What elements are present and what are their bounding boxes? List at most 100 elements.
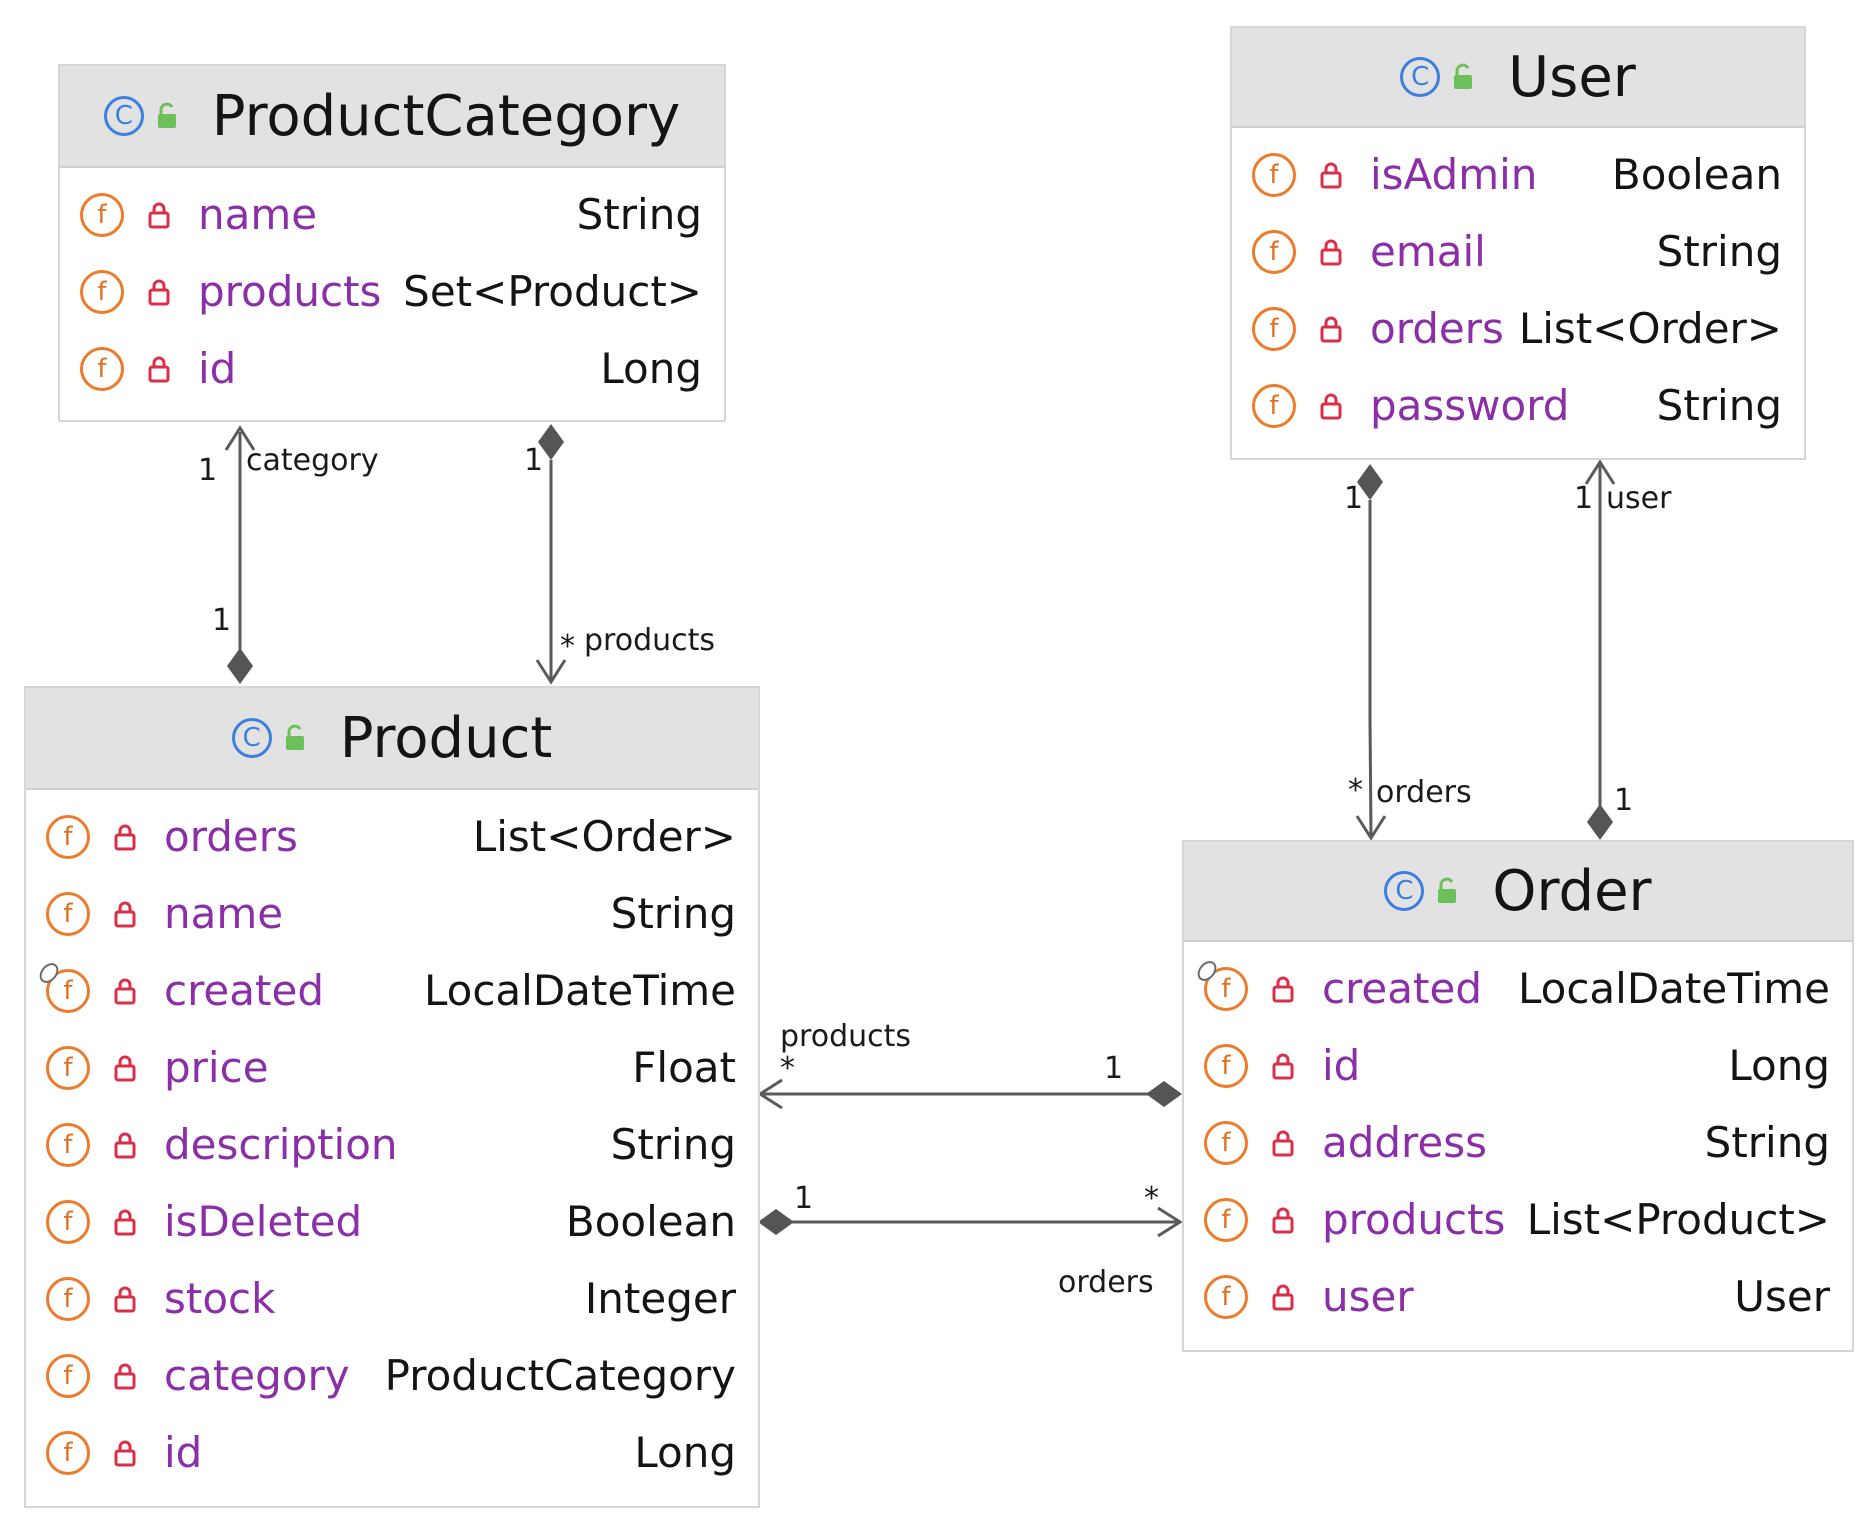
field-icon: f (46, 1045, 90, 1090)
class-header: C User (1232, 28, 1804, 128)
field-icon: f (46, 891, 90, 936)
field-name: name (164, 889, 284, 938)
field-icon: f (1252, 229, 1296, 274)
field-icon: f (46, 1353, 90, 1398)
field-type: Long (600, 344, 702, 393)
private-lock-icon (1272, 976, 1294, 1002)
field-name: id (198, 344, 237, 393)
multiplicity-product-orders-source: 1 (794, 1181, 814, 1216)
diamond-cat-products (538, 424, 564, 460)
field-type: String (1656, 381, 1782, 430)
field-type: Long (634, 1428, 736, 1477)
field-type: User (1734, 1272, 1830, 1321)
field-icon: f (1204, 1120, 1248, 1165)
private-lock-icon (1272, 1053, 1294, 1079)
private-lock-icon (1320, 239, 1342, 265)
field-icon: f (46, 1199, 90, 1244)
annotation-tag-icon (35, 958, 63, 987)
field-icon: f (80, 346, 124, 391)
field-name: price (164, 1043, 269, 1092)
private-lock-icon (114, 1209, 136, 1235)
relation-line-user-orders (1368, 500, 1373, 837)
class-name: User (1508, 44, 1636, 110)
field-icon: f (46, 814, 90, 859)
multiplicity-user-orders-target: * (1348, 773, 1363, 808)
field-type: List<Product> (1526, 1195, 1830, 1244)
field-type: String (610, 889, 736, 938)
field-icon: f (80, 192, 124, 237)
field-type: Boolean (565, 1197, 736, 1246)
private-lock-icon (148, 356, 170, 382)
relation-label-product-orders: orders (1058, 1265, 1154, 1300)
private-lock-icon (1320, 316, 1342, 342)
multiplicity-product-orders-target: * (1144, 1181, 1159, 1216)
field-name: orders (1370, 304, 1504, 353)
field-type: String (1704, 1118, 1830, 1167)
private-lock-icon (114, 901, 136, 927)
field-name: id (164, 1428, 203, 1477)
private-lock-icon (114, 1132, 136, 1158)
field-row-orders[interactable]: f orders List<Order> (1232, 290, 1804, 367)
field-icon: f (1252, 306, 1296, 351)
field-row-user[interactable]: f user User (1184, 1258, 1852, 1335)
field-name: created (164, 966, 324, 1015)
field-icon: f (1204, 1197, 1248, 1242)
field-row-orders[interactable]: f orders List<Order> (26, 798, 758, 875)
multiplicity-category-target: 1 (212, 603, 232, 638)
private-lock-icon (148, 202, 170, 228)
field-type: List<Order> (1518, 304, 1782, 353)
arrowhead-user-orders (1355, 815, 1387, 841)
field-icon: f (1204, 1274, 1248, 1319)
multiplicity-order-products-target: * (780, 1051, 795, 1086)
class-name: ProductCategory (211, 83, 681, 149)
diamond-product-orders (758, 1209, 794, 1235)
multiplicity-category-source: 1 (198, 453, 218, 488)
field-name: products (1322, 1195, 1506, 1244)
public-lock-icon (1454, 63, 1473, 89)
private-lock-icon (114, 1055, 136, 1081)
class-header: C Order (1184, 842, 1852, 942)
field-type: String (1656, 227, 1782, 276)
field-name: products (198, 267, 382, 316)
field-icon: f (1204, 1043, 1248, 1088)
field-type: String (610, 1120, 736, 1169)
field-name: user (1322, 1272, 1414, 1321)
field-type: List<Order> (472, 812, 736, 861)
relation-label-cat-products: products (584, 623, 716, 658)
arrowhead-cat-products (535, 659, 567, 685)
field-row-products[interactable]: f products List<Product> (1184, 1181, 1852, 1258)
private-lock-icon (1272, 1207, 1294, 1233)
public-lock-icon (1438, 877, 1457, 903)
field-name: orders (164, 812, 298, 861)
field-row-name[interactable]: f name String (26, 875, 758, 952)
multiplicity-order-user-source: 1 (1614, 783, 1634, 818)
class-header: C Product (26, 688, 758, 790)
relation-label-order-user: user (1606, 481, 1672, 516)
field-type: Boolean (1611, 150, 1782, 199)
field-type: ProductCategory (384, 1351, 736, 1400)
arrowhead-category (224, 425, 256, 451)
annotation-tag-icon (1193, 956, 1221, 985)
field-type: String (576, 190, 702, 239)
field-row-id[interactable]: f id Long (60, 330, 724, 407)
